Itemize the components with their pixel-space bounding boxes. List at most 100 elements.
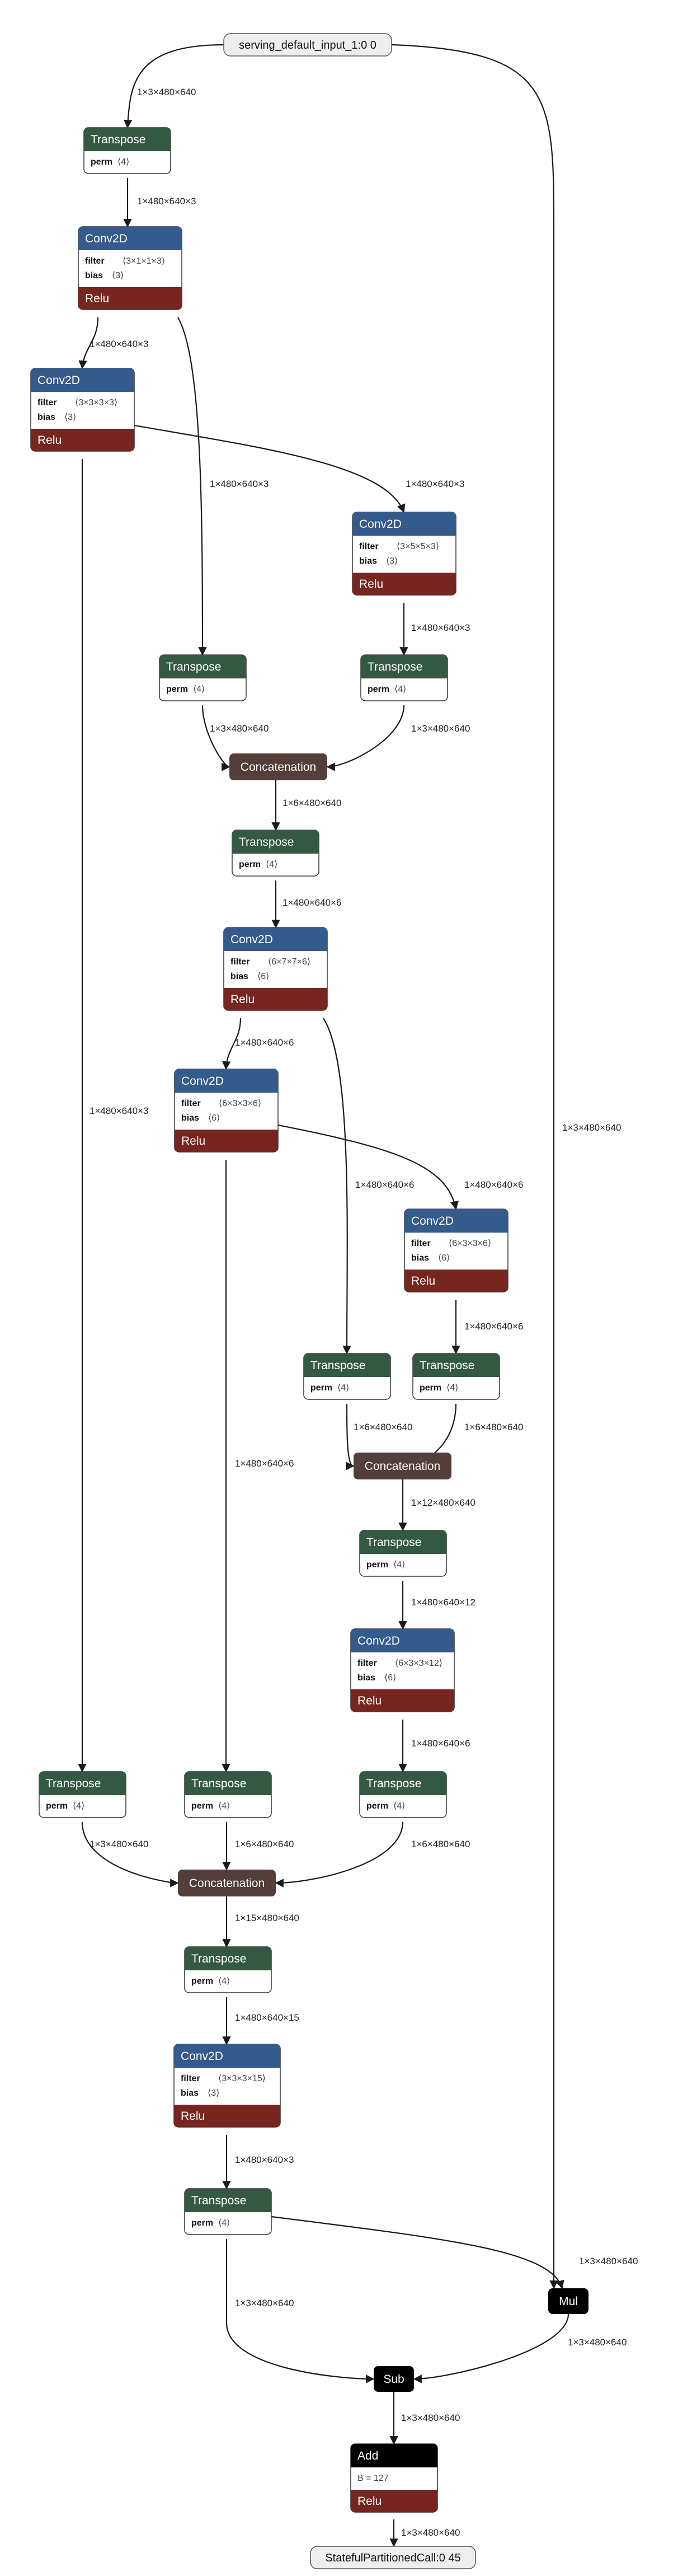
node-add-relu-label: Relu bbox=[357, 2495, 382, 2508]
node-t5-title: Transpose bbox=[310, 1359, 365, 1372]
node-sub[interactable]: Sub bbox=[374, 2366, 414, 2392]
node-c4-attr-value: ⟨6⟩ bbox=[257, 972, 269, 981]
node-t1-attr-value: ⟨4⟩ bbox=[117, 157, 129, 167]
node-c8-attr-key: filter bbox=[181, 2074, 200, 2083]
node-cat2[interactable]: Concatenation bbox=[354, 1453, 451, 1479]
node-t4-attr-value: ⟨4⟩ bbox=[266, 860, 277, 869]
edge-label-cat1-t4: 1×6×480×640 bbox=[282, 798, 341, 808]
edge-c5-c6 bbox=[277, 1124, 459, 1210]
edge-label-t6-cat2: 1×6×480×640 bbox=[464, 1422, 523, 1432]
graph-input-node-label: serving_default_input_1:0 0 bbox=[239, 39, 376, 51]
edge-label-t3-cat1: 1×3×480×640 bbox=[411, 723, 470, 734]
node-cat1[interactable]: Concatenation bbox=[229, 753, 327, 780]
node-t6-attr-key: perm bbox=[420, 1383, 441, 1393]
node-t12-header bbox=[185, 2189, 271, 2212]
edge-label-cat3-t11: 1×15×480×640 bbox=[235, 1913, 299, 1923]
node-cat2-box bbox=[354, 1453, 451, 1479]
node-c3-header bbox=[352, 512, 456, 536]
node-t5[interactable]: Transpose perm ⟨4⟩ bbox=[303, 1353, 391, 1400]
edge-c4-c5 bbox=[222, 1018, 242, 1070]
node-c2-header bbox=[31, 368, 134, 392]
node-c3-relu bbox=[352, 573, 456, 595]
node-c8-relu bbox=[174, 2105, 280, 2127]
edge-label-add-output: 1×3×480×640 bbox=[401, 2527, 460, 2538]
node-c4-relu-label: Relu bbox=[230, 993, 255, 1006]
node-t3-header bbox=[361, 655, 448, 678]
node-t6-title: Transpose bbox=[420, 1359, 474, 1372]
node-c5-attr-value: ⟨6×3×3×6⟩ bbox=[219, 1099, 261, 1108]
node-c5-attr-value: ⟨6⟩ bbox=[208, 1113, 220, 1123]
edge-c1-t2 bbox=[177, 317, 207, 656]
edge-label-input-mul: 1×3×480×640 bbox=[562, 1122, 621, 1133]
node-c8-attr-key: bias bbox=[181, 2088, 199, 2098]
node-t6[interactable]: Transpose perm ⟨4⟩ bbox=[412, 1353, 500, 1400]
node-t6-attr-value: ⟨4⟩ bbox=[446, 1383, 458, 1393]
node-c5-relu-label: Relu bbox=[181, 1135, 205, 1148]
node-c4-attr-key: bias bbox=[230, 972, 248, 981]
edge-label-t2-cat1: 1×3×480×640 bbox=[210, 723, 269, 734]
edge-label-t12-mul: 1×3×480×640 bbox=[579, 2256, 638, 2266]
edge-label-c1-c2: 1×480×640×3 bbox=[90, 339, 148, 349]
node-t3-attr-value: ⟨4⟩ bbox=[394, 685, 406, 694]
node-c6-title: Conv2D bbox=[411, 1215, 454, 1228]
node-t4-attr-key: perm bbox=[239, 860, 261, 869]
node-t3-attr-key: perm bbox=[368, 685, 389, 694]
node-mul[interactable]: Mul bbox=[548, 2288, 588, 2314]
node-t4[interactable]: Transpose perm ⟨4⟩ bbox=[232, 830, 319, 877]
edge-t3-cat1 bbox=[326, 705, 405, 771]
node-t6-header bbox=[413, 1353, 500, 1377]
edge-c4-t5 bbox=[323, 1018, 351, 1355]
node-c2-relu bbox=[31, 429, 134, 451]
node-c8-header bbox=[174, 2044, 280, 2068]
node-c7-attr-value: ⟨6×3×3×12⟩ bbox=[395, 1659, 442, 1668]
node-t12-title: Transpose bbox=[191, 2194, 246, 2207]
node-c1-header bbox=[78, 227, 182, 250]
edge-label-t11-c8: 1×480×640×15 bbox=[235, 2012, 299, 2023]
edge-t12-mul bbox=[271, 2216, 564, 2289]
node-c6-relu bbox=[404, 1270, 508, 1292]
node-c5-attr-key: bias bbox=[181, 1113, 199, 1123]
node-t1[interactable]: Transpose perm ⟨4⟩ bbox=[83, 127, 171, 174]
node-t5-attr-key: perm bbox=[310, 1383, 332, 1393]
node-t4-title: Transpose bbox=[239, 836, 294, 849]
node-t4-header bbox=[232, 830, 319, 854]
node-c4-attr-key: filter bbox=[230, 957, 250, 967]
graph-nodes: serving_default_input_1:0 0 StatefulParti… bbox=[30, 33, 588, 2569]
node-add-attr-value: B = 127 bbox=[357, 2474, 389, 2483]
node-t5-attr-value: ⟨4⟩ bbox=[337, 1383, 349, 1393]
node-t1-title: Transpose bbox=[91, 133, 145, 146]
edge-label-t5-cat2: 1×6×480×640 bbox=[354, 1422, 412, 1432]
node-c7-relu bbox=[351, 1689, 454, 1712]
node-t5-header bbox=[304, 1353, 390, 1377]
edge-label-c1-t2: 1×480×640×3 bbox=[210, 479, 269, 489]
node-c1-title: Conv2D bbox=[85, 232, 128, 245]
node-t7-header bbox=[360, 1530, 446, 1554]
graph-output-node[interactable]: StatefulPartitionedCall:0 45 bbox=[310, 2546, 476, 2569]
graph-input-node[interactable]: serving_default_input_1:0 0 bbox=[223, 33, 392, 57]
node-cat3[interactable]: Concatenation bbox=[178, 1870, 276, 1896]
node-t1-attr-key: perm bbox=[91, 157, 112, 167]
graph-edges: 1×3×480×640 1×480×640×3 1×480×640×3 1×480×6… bbox=[78, 44, 638, 2547]
node-t9-header bbox=[185, 1772, 271, 1795]
node-c4-title: Conv2D bbox=[230, 933, 273, 946]
node-c6-header bbox=[404, 1209, 508, 1233]
edge-label-c2-t8: 1×480×640×3 bbox=[90, 1106, 148, 1116]
